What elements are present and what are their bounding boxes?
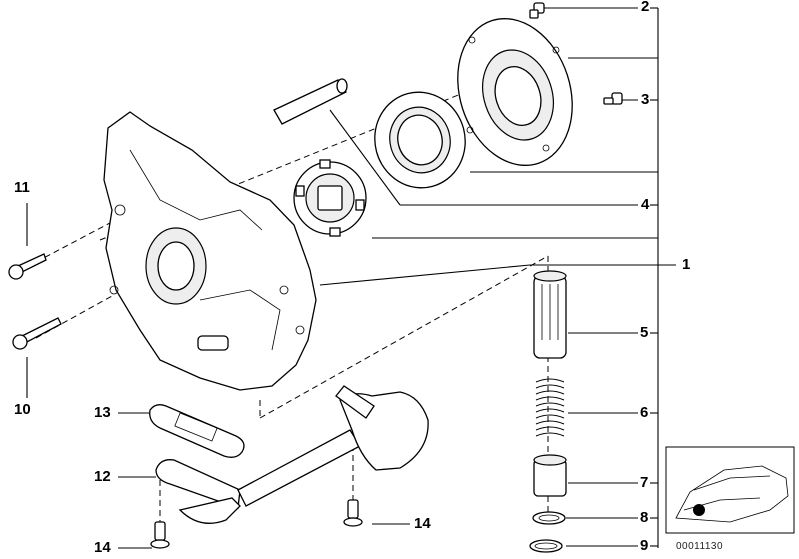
cover-plate bbox=[457, 18, 573, 166]
spring-cap bbox=[533, 454, 567, 497]
suction-pipe bbox=[155, 385, 429, 524]
callout-bracket bbox=[650, 7, 659, 548]
callout-1: 1 bbox=[682, 256, 691, 273]
bolt-3 bbox=[603, 92, 623, 105]
screw-14-lower bbox=[150, 521, 170, 549]
callout-3: 3 bbox=[641, 91, 650, 108]
relief-piston bbox=[533, 270, 567, 359]
circlip bbox=[529, 539, 563, 553]
diagram-reference-number: 00011130 bbox=[676, 541, 724, 552]
bolt-11 bbox=[8, 253, 47, 280]
callout-8: 8 bbox=[640, 509, 649, 526]
sealing-ring bbox=[532, 511, 566, 525]
drive-shaft bbox=[273, 78, 348, 125]
callout-14-left: 14 bbox=[94, 539, 111, 556]
callout-5: 5 bbox=[640, 324, 649, 341]
callout-14-right: 14 bbox=[414, 515, 431, 532]
callout-2: 2 bbox=[641, 0, 650, 15]
vehicle-thumbnail bbox=[665, 446, 795, 534]
leader-lines bbox=[26, 7, 676, 549]
callout-10: 10 bbox=[14, 401, 31, 418]
callout-13: 13 bbox=[94, 404, 111, 421]
pump-housing bbox=[103, 111, 317, 391]
gasket bbox=[149, 404, 245, 458]
callout-9: 9 bbox=[640, 537, 649, 554]
callout-6: 6 bbox=[640, 404, 649, 421]
inner-rotor bbox=[293, 159, 367, 237]
spring bbox=[535, 378, 565, 437]
callout-4: 4 bbox=[641, 196, 650, 213]
callout-12: 12 bbox=[94, 468, 111, 485]
callout-11: 11 bbox=[14, 179, 30, 196]
callout-7: 7 bbox=[640, 474, 649, 491]
outer-rotor bbox=[374, 91, 466, 189]
bolt-10 bbox=[12, 317, 62, 350]
screw-14-right bbox=[343, 499, 363, 527]
bolt-2 bbox=[529, 2, 545, 19]
